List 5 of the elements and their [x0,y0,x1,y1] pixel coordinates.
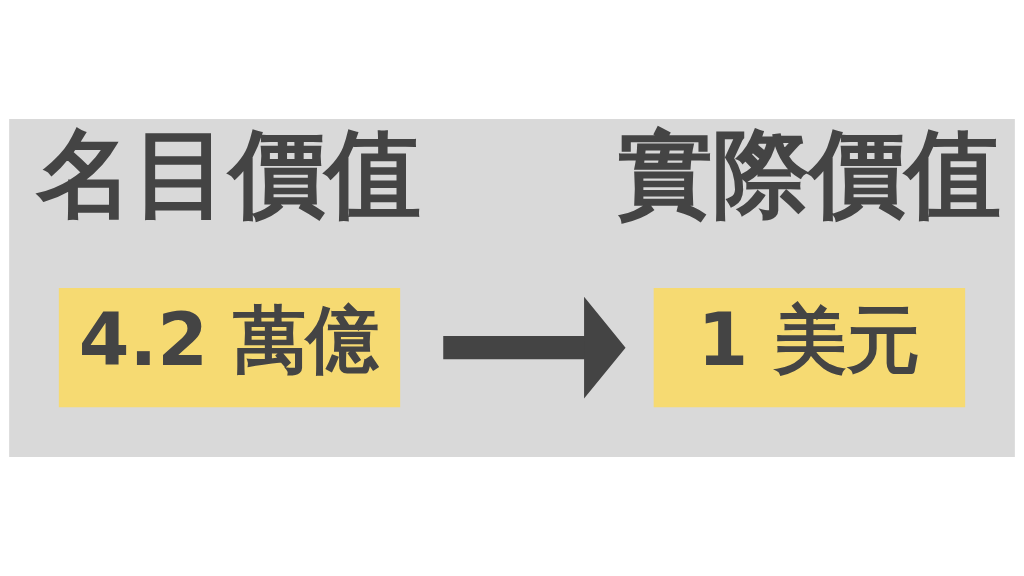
arrow [443,296,626,399]
node-label: 實際價值 [617,118,1002,231]
node-box: 4.2 萬億 [58,288,401,408]
node-box: 1 美元 [653,288,966,408]
node-label: 名目價值 [37,118,422,231]
